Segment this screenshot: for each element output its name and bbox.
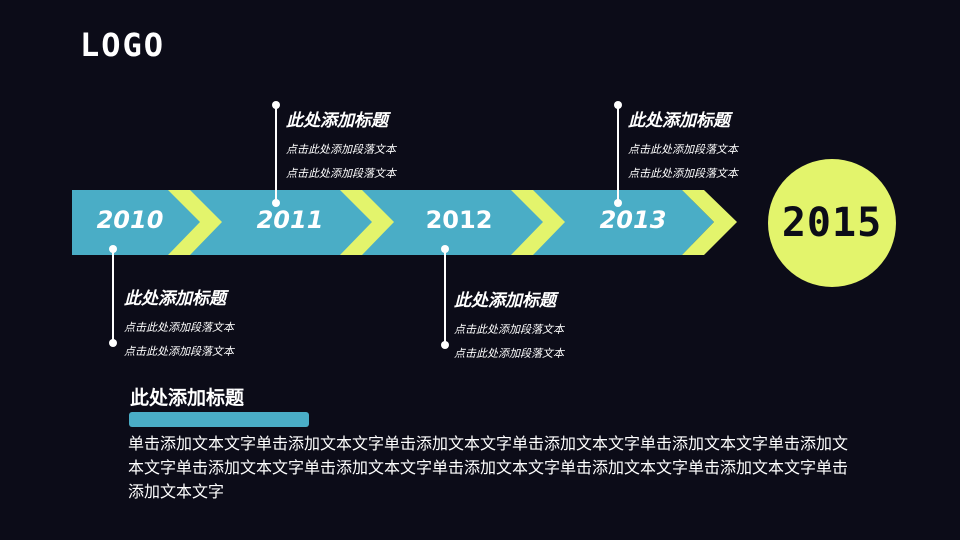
final-year-circle: 2015 (768, 159, 896, 287)
connector-line (112, 250, 114, 343)
note-title: 此处添加标题 (286, 111, 388, 131)
year-2013: 2013 (599, 206, 667, 234)
connector-dot (441, 341, 449, 349)
note-line: 点击此处添加段落文本 (124, 321, 234, 334)
section-title: 此处添加标题 (130, 387, 245, 409)
connector-dot (614, 199, 622, 207)
note-line: 点击此处添加段落文本 (454, 347, 564, 360)
year-2010: 2010 (96, 206, 164, 234)
note-2013: 此处添加标题 点击此处添加段落文本 点击此处添加段落文本 (628, 110, 738, 186)
chevron-arrow-icon (511, 190, 565, 255)
section-body-text: 单击添加文本文字单击添加文本文字单击添加文本文字单击添加文本文字单击添加文本文字… (128, 434, 849, 501)
connector-dot (441, 245, 449, 253)
note-2010: 此处添加标题 点击此处添加段落文本 点击此处添加段落文本 (124, 288, 234, 364)
logo: LOGO (80, 26, 166, 64)
note-title: 此处添加标题 (454, 291, 556, 311)
connector-dot (109, 339, 117, 347)
connector-dot (109, 245, 117, 253)
chevron-arrow-icon (168, 190, 222, 255)
note-2011: 此处添加标题 点击此处添加段落文本 点击此处添加段落文本 (286, 110, 396, 186)
note-line: 点击此处添加段落文本 (286, 143, 396, 156)
chevron-arrow-icon (340, 190, 394, 255)
connector-line (617, 105, 619, 200)
note-line: 点击此处添加段落文本 (286, 167, 396, 180)
note-line: 点击此处添加段落文本 (454, 323, 564, 336)
note-title: 此处添加标题 (628, 111, 730, 131)
connector-dot (272, 199, 280, 207)
note-line: 点击此处添加段落文本 (628, 167, 738, 180)
year-2011: 2011 (256, 206, 324, 234)
year-2012: 2012 (425, 206, 493, 234)
note-title: 此处添加标题 (124, 289, 226, 309)
final-year: 2015 (781, 200, 883, 246)
connector-line (444, 250, 446, 345)
note-line: 点击此处添加段落文本 (628, 143, 738, 156)
note-line: 点击此处添加段落文本 (124, 345, 234, 358)
connector-line (275, 105, 277, 200)
chevron-arrow-icon (682, 190, 737, 255)
note-2012: 此处添加标题 点击此处添加段落文本 点击此处添加段落文本 (454, 290, 564, 366)
section-underline-bar (129, 412, 309, 427)
